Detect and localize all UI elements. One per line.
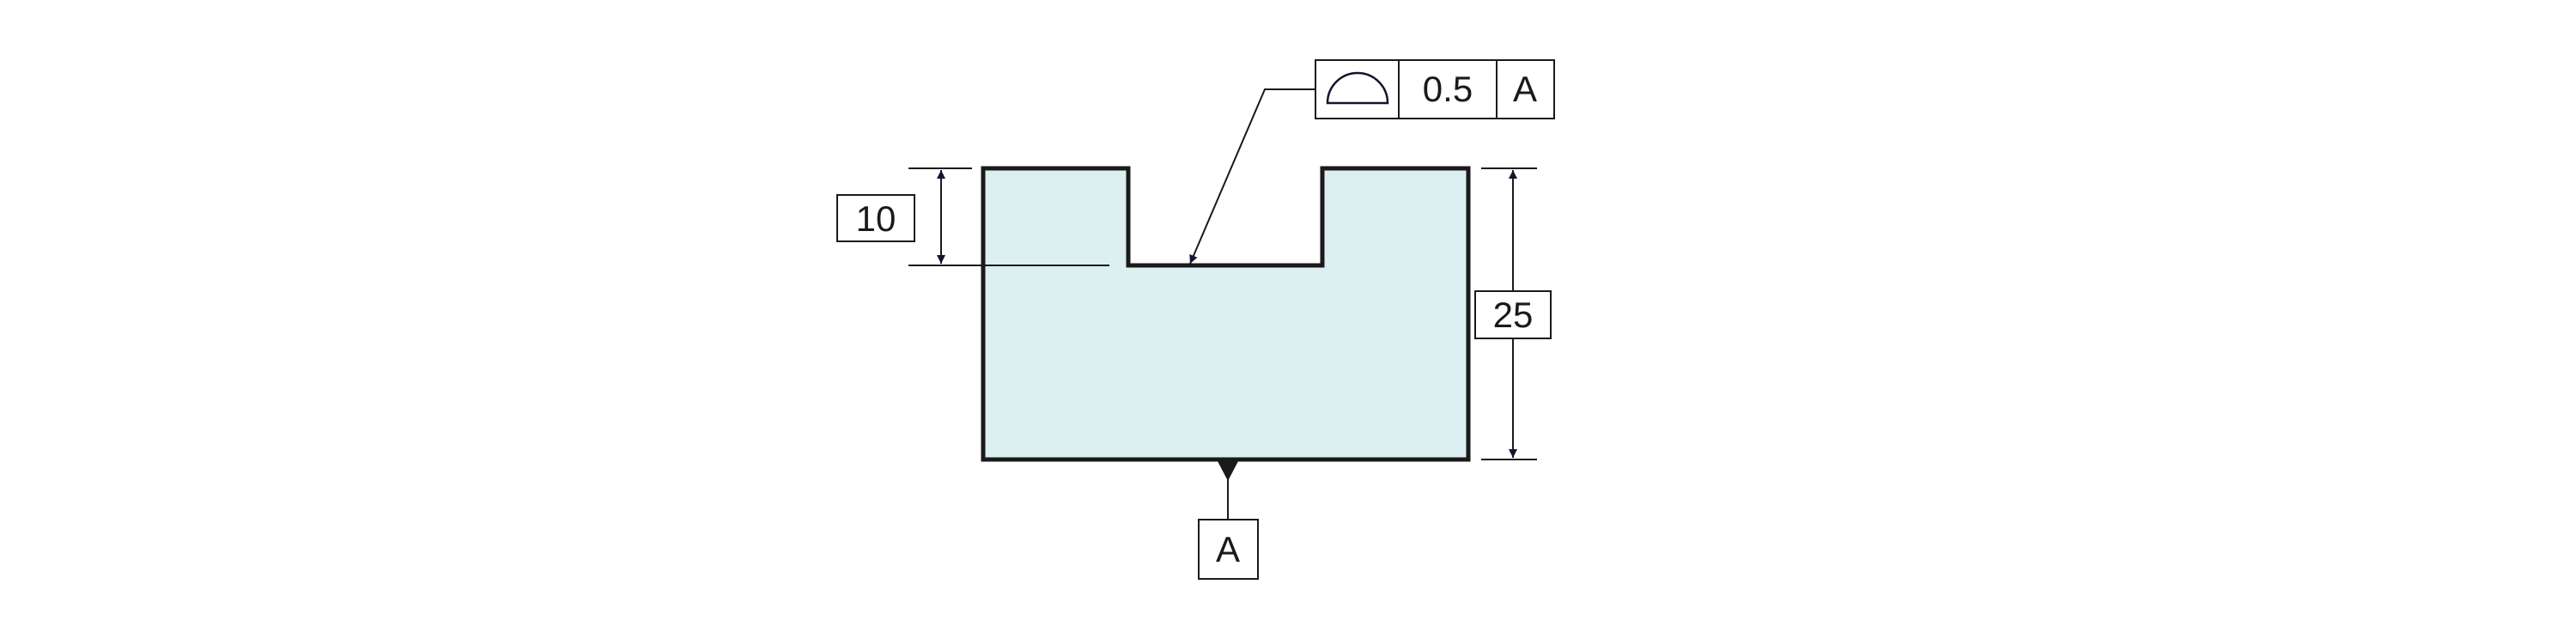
dimension-value-overall-height: 25 <box>1493 295 1534 335</box>
datum-reference: A <box>1513 69 1537 109</box>
frame-outline <box>1315 59 1555 119</box>
datum-triangle <box>1218 461 1238 481</box>
part-profile <box>981 166 1471 462</box>
dimension-box <box>1474 290 1552 339</box>
datum-box <box>1198 519 1259 580</box>
leader-line <box>1189 88 1315 265</box>
datum-feature-symbol: A <box>1198 461 1259 580</box>
profile-of-a-line-icon <box>1326 71 1389 105</box>
datum-label: A <box>1216 529 1240 569</box>
step-depth-dimension: 10 <box>836 167 1109 266</box>
overall-height-dimension: 25 <box>1474 167 1552 460</box>
feature-control-frame: 0.5 A <box>1189 59 1555 265</box>
dimension-box <box>836 194 915 242</box>
tolerance-value: 0.5 <box>1423 69 1473 109</box>
dimension-value-step-depth: 10 <box>856 198 896 239</box>
